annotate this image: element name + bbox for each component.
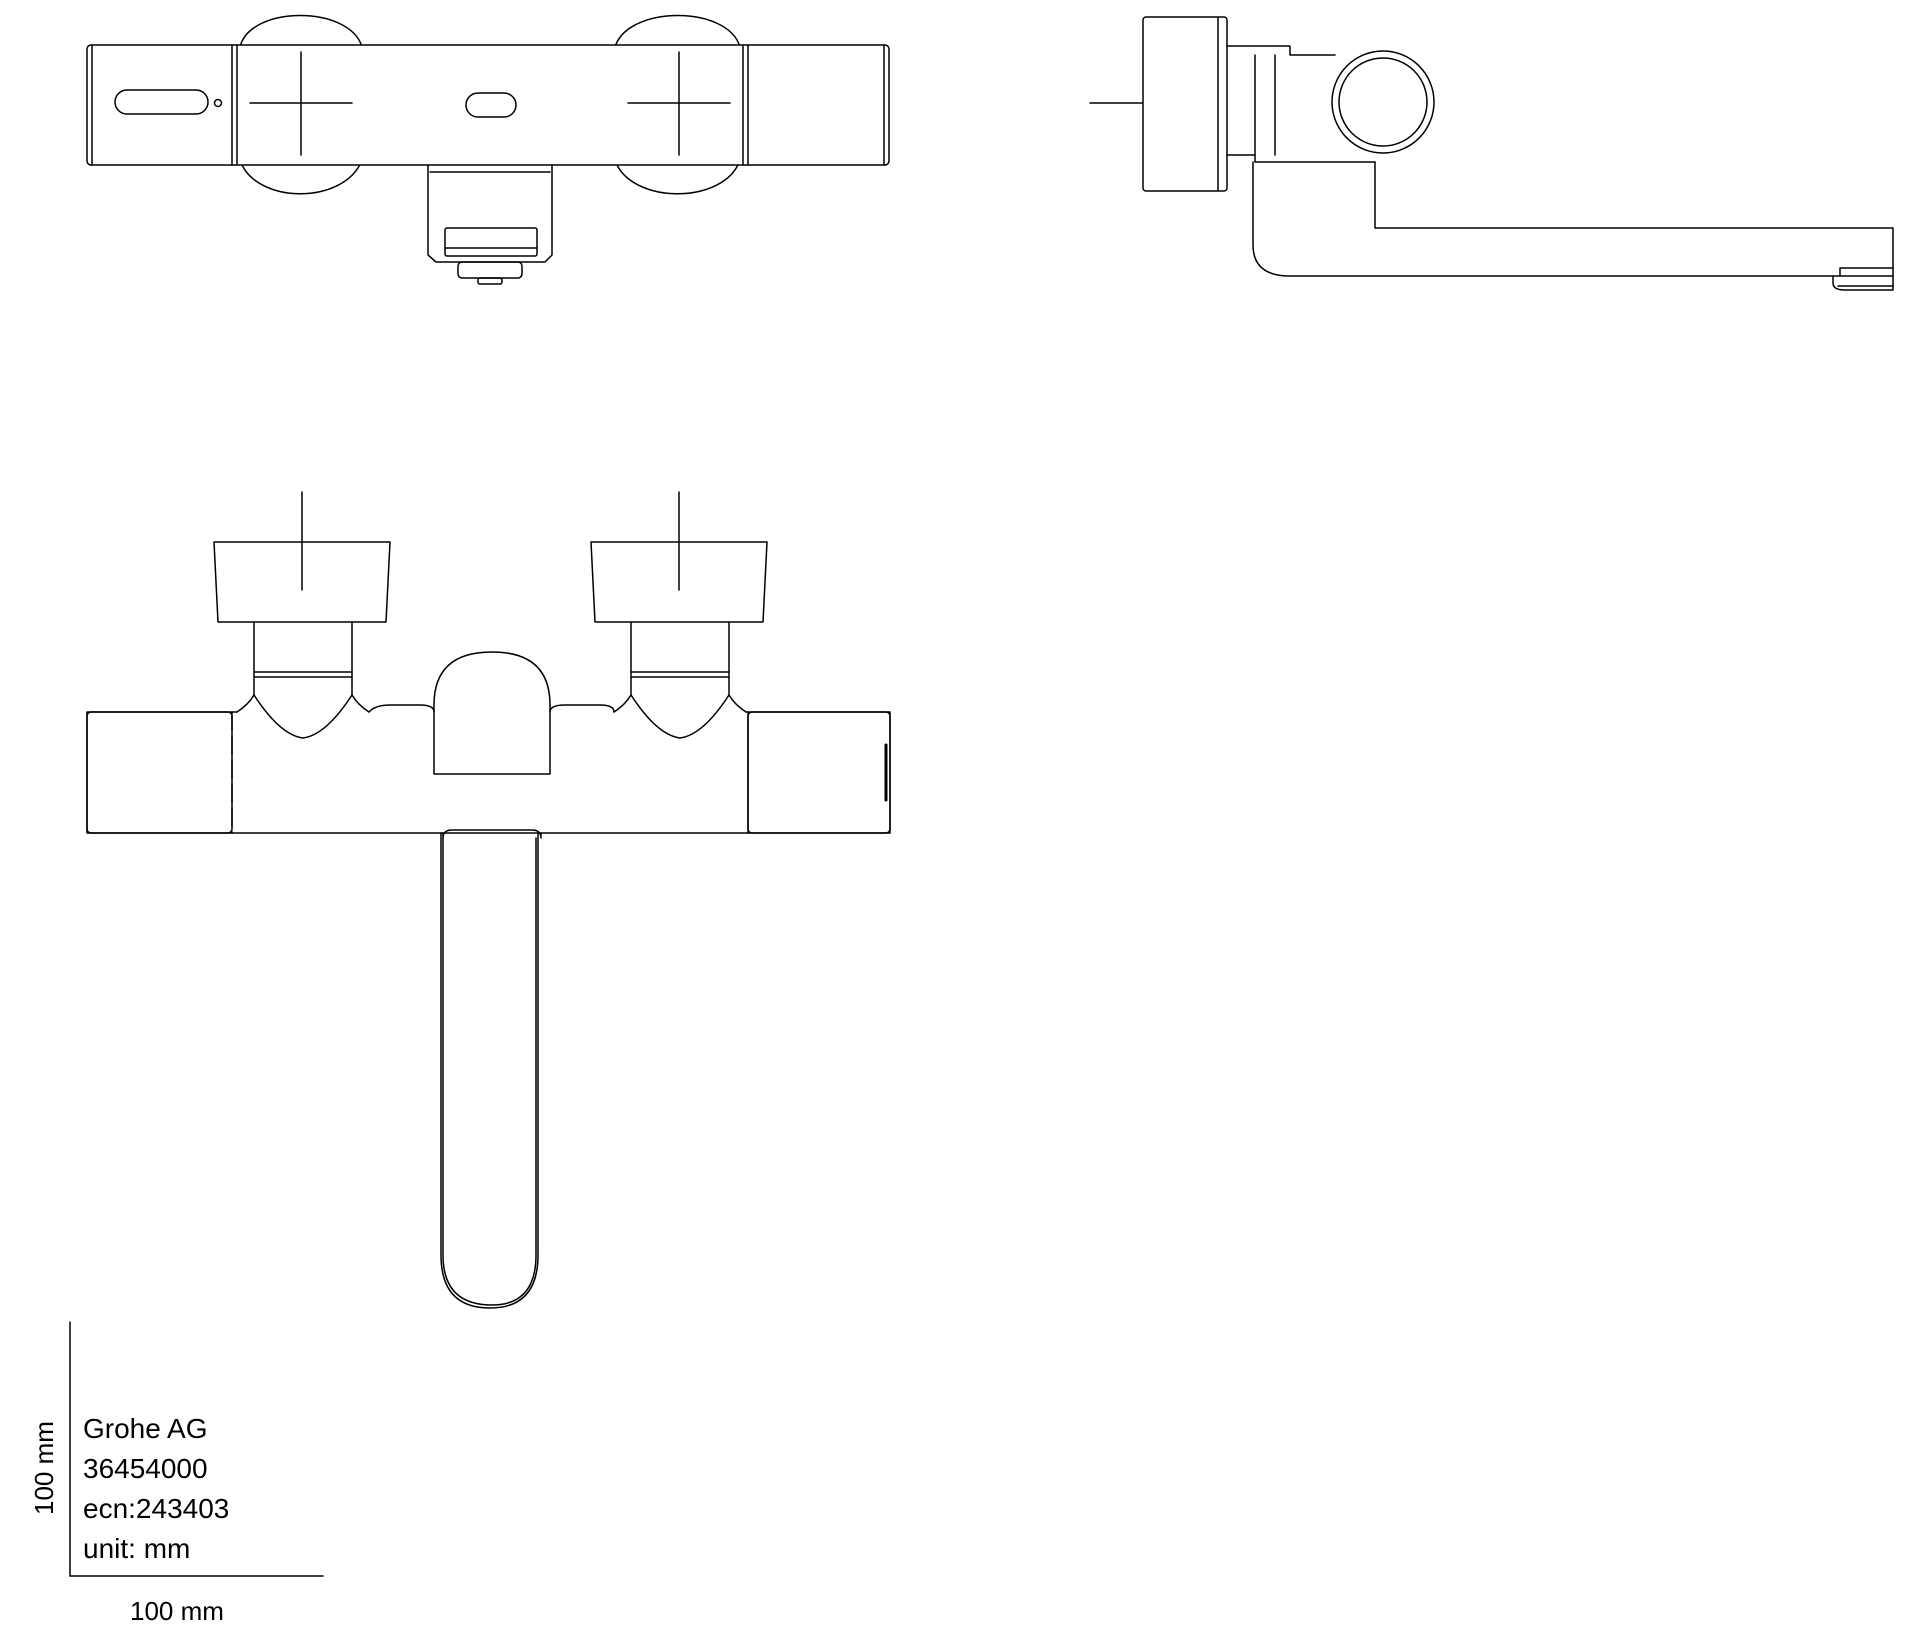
side-view	[1089, 16, 1894, 291]
front-view-body	[86, 711, 891, 834]
front-view-center-dome	[433, 651, 551, 775]
part-number: 36454000	[83, 1453, 208, 1484]
front-view-left-stem-flare	[236, 671, 370, 713]
front-view-body-top-mid-2	[549, 704, 615, 713]
front-view-left-handle-cap	[213, 541, 391, 623]
front-view-spout	[442, 829, 542, 839]
front-view-right-stem-flare	[613, 671, 747, 713]
front-view-body-top-mid	[368, 704, 435, 713]
title-block: Grohe AG 36454000 ecn:243403 unit: mm	[83, 1413, 229, 1564]
unit-label: unit: mm	[83, 1533, 190, 1564]
front-view-right-handle-cap	[590, 541, 768, 623]
top-view-left-slot	[114, 89, 209, 115]
top-view-body	[86, 44, 890, 166]
side-view-round-end-inner	[1338, 57, 1428, 147]
front-view-left-valve-curve	[253, 694, 353, 739]
top-view-right-knob-upper-arc	[614, 14, 741, 48]
scale-bar	[69, 1321, 324, 1577]
top-view-left-knob-lower-arc	[239, 159, 363, 195]
top-view-aerator-tip	[477, 277, 503, 285]
top-view-indicator-dot	[213, 98, 223, 108]
top-view-left-knob-upper-arc	[239, 14, 363, 48]
front-view-left-end-cap	[86, 711, 233, 834]
ecn-number: ecn:243403	[83, 1493, 229, 1524]
front-view-spout-body	[442, 837, 537, 1306]
front-view-spout-outline	[440, 832, 539, 1309]
company-name: Grohe AG	[83, 1413, 208, 1444]
top-view	[86, 14, 890, 285]
vertical-scale-label: 100 mm	[29, 1421, 59, 1515]
front-view	[86, 491, 891, 1309]
side-view-body-block	[1254, 54, 1276, 156]
top-view-center-slot	[465, 92, 517, 118]
front-view-right-end-cap	[747, 711, 891, 834]
horizontal-scale-label: 100 mm	[130, 1596, 224, 1626]
front-view-right-valve-curve	[630, 694, 730, 739]
side-view-aerator	[1832, 275, 1894, 291]
side-view-body-top	[1226, 45, 1336, 56]
front-view-right-stem	[630, 621, 730, 673]
top-view-outlet-window	[444, 227, 538, 257]
side-view-round-end-outer	[1331, 50, 1435, 154]
front-view-left-stem	[253, 621, 353, 673]
side-view-spout-tip	[1839, 267, 1894, 277]
side-view-body-bottom	[1226, 154, 1376, 163]
top-view-aerator	[457, 261, 523, 279]
top-view-right-knob-lower-arc	[614, 159, 741, 195]
side-view-knob	[1142, 16, 1228, 192]
side-view-spout	[1252, 161, 1894, 277]
